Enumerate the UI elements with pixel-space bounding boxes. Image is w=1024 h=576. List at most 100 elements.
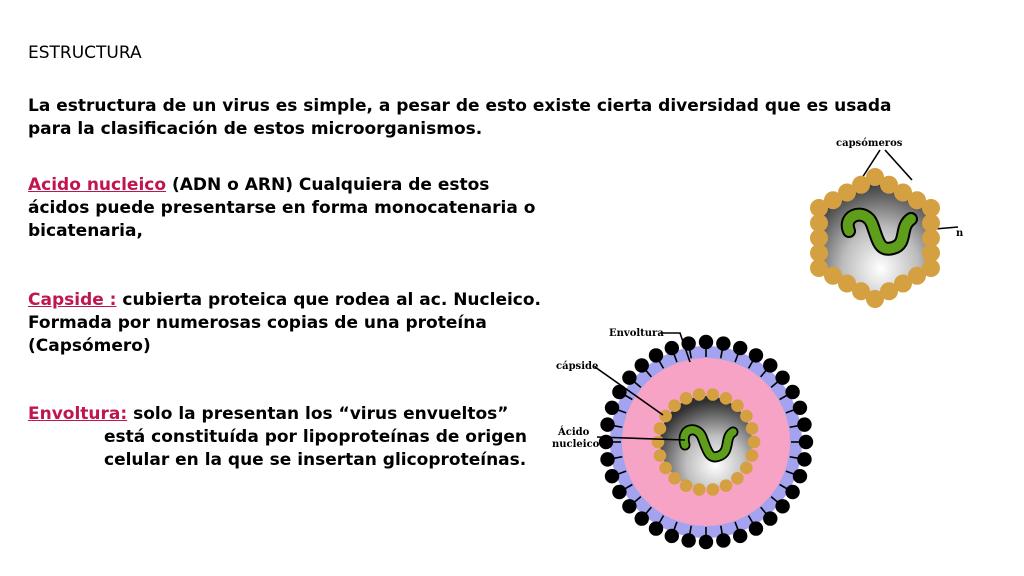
inner-capsomere xyxy=(740,409,753,423)
enveloped-virus-diagram: Envoltura cápside Ácido nucleico xyxy=(552,328,814,550)
label-envoltura: Envoltura xyxy=(609,328,664,339)
envoltura-paragraph: Envoltura: solo la presentan los “virus … xyxy=(28,403,548,472)
label-capsomeros: capsómeros xyxy=(836,138,903,149)
inner-capsomere xyxy=(745,449,759,462)
spike-head xyxy=(785,484,800,500)
capsomere xyxy=(838,274,856,293)
spike-head xyxy=(733,340,748,356)
capsomere xyxy=(894,274,912,293)
envoltura-term: Envoltura: xyxy=(28,404,128,424)
inner-capsomere xyxy=(668,399,681,413)
inner-capsomere xyxy=(668,471,681,485)
spike-head xyxy=(698,534,714,550)
capsomere xyxy=(908,266,926,285)
spike-head xyxy=(748,348,764,363)
capsomere xyxy=(838,183,856,202)
heading: ESTRUCTURA xyxy=(28,43,142,63)
inner-capsomere xyxy=(706,388,720,401)
label-n: n xyxy=(956,228,964,239)
capsomere xyxy=(824,266,842,285)
inner-capsomere xyxy=(659,409,672,423)
intro-paragraph: La estructura de un virus es simple, a p… xyxy=(28,96,892,139)
spike-head xyxy=(604,400,620,415)
capsomere xyxy=(922,244,940,262)
spike-head xyxy=(792,469,808,484)
acid-term: Acido nucleico xyxy=(28,175,167,195)
spike-head xyxy=(648,348,664,363)
spike-head xyxy=(716,533,731,548)
inner-capsomere xyxy=(731,399,744,413)
capsomere xyxy=(810,199,828,217)
spike-head xyxy=(622,499,637,514)
spike-head xyxy=(604,469,620,484)
envoltura-text-2: está constituída por lipoproteínas de or… xyxy=(104,427,527,470)
inner-capsomere xyxy=(653,449,667,462)
inner-capsomere xyxy=(740,461,753,475)
spike-head xyxy=(612,384,627,400)
spike-head xyxy=(648,521,664,536)
inner-capsomere xyxy=(692,483,706,496)
capsomere xyxy=(922,199,940,217)
capsomere xyxy=(880,175,898,194)
spike-head xyxy=(763,511,778,526)
capside-text: cubierta proteica que rodea al ac. Nucle… xyxy=(28,290,542,356)
diagram2-pointer-lines xyxy=(594,332,691,441)
capsomere xyxy=(922,229,940,247)
capsomere xyxy=(810,229,828,247)
capsomere xyxy=(894,183,912,202)
spike-head xyxy=(733,528,748,544)
inner-capsomere xyxy=(745,422,759,435)
capsomere xyxy=(866,168,884,186)
capside-term: Capside : xyxy=(28,290,117,310)
capsomere xyxy=(908,191,926,210)
capside-paragraph: Capside : cubierta proteica que rodea al… xyxy=(28,289,548,358)
capsomere xyxy=(852,175,870,194)
inner-capsomere xyxy=(651,435,665,449)
inner-capsomere xyxy=(679,392,693,405)
spike-head xyxy=(634,511,649,526)
capsomere xyxy=(852,282,870,301)
acid-text: (ADN o ARN) Cualquiera de estos ácidos p… xyxy=(28,175,536,241)
inner-capsomere xyxy=(719,392,733,405)
capsomere xyxy=(880,282,898,301)
spike-head xyxy=(785,384,800,400)
inner-capsomere xyxy=(653,422,667,435)
spike-head xyxy=(664,340,679,356)
spike-head xyxy=(600,452,615,467)
inner-capsomere-ring xyxy=(651,388,761,496)
naked-virus-diagram: capsómeros n xyxy=(810,138,964,308)
spike-head xyxy=(775,499,790,514)
spike-head xyxy=(634,358,649,373)
spike-head xyxy=(681,533,696,548)
capsomere xyxy=(866,290,884,308)
spike-head xyxy=(763,358,778,373)
spike-head xyxy=(664,528,679,544)
label-acido: Ácido xyxy=(557,426,590,438)
capsomere xyxy=(922,259,940,277)
capsomere xyxy=(810,214,828,232)
spike-head xyxy=(798,434,814,450)
inner-capsomere xyxy=(706,483,720,496)
capsomere xyxy=(810,244,828,262)
spike-head xyxy=(748,521,764,536)
envoltura-text-1: solo la presentan los “virus envueltos” xyxy=(127,404,509,424)
label-capside: cápside xyxy=(556,361,598,372)
inner-capsomere xyxy=(692,388,706,401)
spike-head xyxy=(622,370,637,385)
capsomere xyxy=(810,259,828,277)
spike-head xyxy=(612,484,627,500)
acid-paragraph: Acido nucleico (ADN o ARN) Cualquiera de… xyxy=(28,174,548,243)
inner-capsomere xyxy=(719,479,733,492)
spike-head xyxy=(598,434,614,450)
spike-head xyxy=(792,400,808,415)
inner-capsomere xyxy=(731,471,744,485)
spike-head xyxy=(716,336,731,351)
spike-head xyxy=(600,417,615,432)
spike-head xyxy=(797,452,812,467)
inner-capsomere xyxy=(659,461,672,475)
spike-head xyxy=(797,417,812,432)
spike-head xyxy=(698,334,714,350)
label-nucleico: nucleico xyxy=(552,439,600,450)
inner-capsomere xyxy=(679,479,693,492)
